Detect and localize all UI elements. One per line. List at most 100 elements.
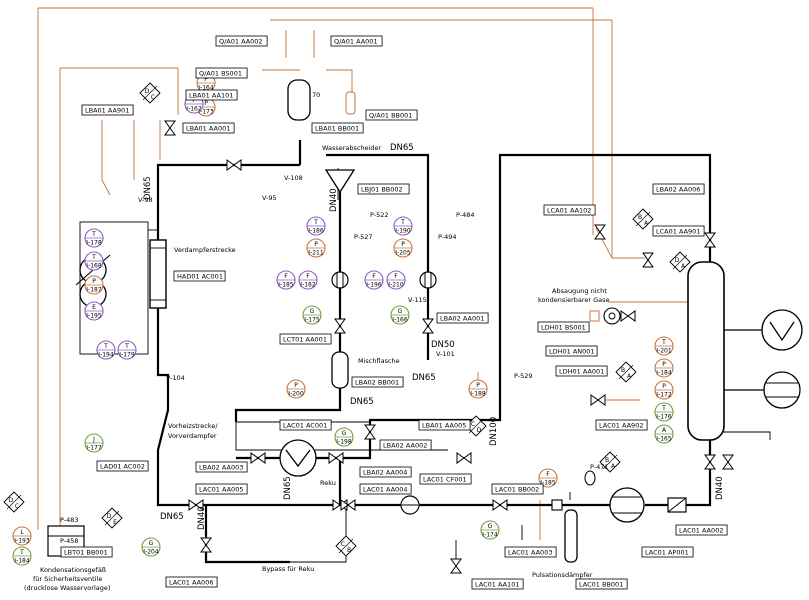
valve-code-label: V-98 (138, 196, 153, 204)
instrument-letter: T (91, 254, 96, 261)
pipe-size-label: DN65 (143, 176, 153, 200)
pulsation-label: Pulsationsdämpfer (532, 571, 593, 579)
equipment-tag-text: LAC01 AA004 (363, 486, 407, 494)
instrument-number: I-204 (143, 549, 159, 556)
valve-icon (188, 499, 204, 511)
vessel-label-3: (drucklose Wasservorlage) (24, 584, 110, 592)
equipment-tag: LAC01 AA902 (595, 419, 648, 431)
heat-exchanger-icon (279, 439, 317, 477)
instrument-letter: P (204, 76, 208, 83)
valve-icon (340, 499, 356, 511)
diamond-letter: A (681, 263, 686, 270)
instrument-letter: P (92, 278, 96, 285)
equipment-tag-text: LAC01 AC001 (283, 422, 327, 430)
instrument-bubble: P I-211 (306, 238, 326, 258)
equipment-tag: LDH01 AA001 (555, 365, 608, 377)
diamond-letter: B (347, 547, 351, 554)
equipment-tag-text: LBA02 BB001 (355, 379, 399, 387)
instrument-bubble: P I-187 (84, 275, 104, 295)
instrument-letter: T (103, 343, 108, 350)
diamond-letter: D (477, 427, 482, 434)
pipe-size-label: DN40 (715, 476, 725, 500)
pipe-size-label: DN100 (489, 417, 499, 446)
separator-vessel (287, 79, 311, 121)
equipment-tag-text: LAC01 CF001 (423, 476, 467, 484)
pipe-size-label: DN50 (431, 340, 455, 350)
equipment-tag-text: Q/A01 AA001 (334, 38, 378, 46)
instrument-bubble: TI-184 (12, 546, 32, 566)
instrument-letter: F (306, 273, 310, 280)
number-label: 70 (312, 91, 320, 99)
diamond-letter: B (638, 214, 642, 221)
instrument-letter: T (19, 549, 24, 556)
pulsation-damper (564, 509, 578, 563)
equipment-tag: Q/A01 AA002 (215, 35, 268, 47)
instrument-number: I-187 (86, 287, 102, 294)
instrument-bubble: GI-175 (302, 305, 322, 325)
valve-icon (492, 499, 508, 511)
instrument-letter: T (124, 343, 129, 350)
instrument-bubble: EI-195 (84, 301, 104, 321)
gas-extractor-icon (589, 307, 621, 325)
equipment-tag: LDH01 AN001 (545, 345, 598, 357)
equipment-tag-text: LBA02 AA002 (383, 442, 427, 450)
instrument-bubble: TI-176 (654, 402, 674, 422)
valve-code-label: V-115 (408, 296, 427, 304)
mixing-label: Mischflasche (358, 357, 400, 365)
instrument-letter: T (661, 339, 666, 346)
valve-code-label: V-95 (262, 194, 277, 202)
instrument-bubble: PI-188 (468, 379, 488, 399)
valve-code-label: V-101 (436, 350, 455, 358)
diamond-letter: C (341, 541, 345, 548)
condenser-icon (724, 309, 803, 351)
instrument-number: I-200 (288, 391, 304, 398)
equipment-tag: LBA02 AA003 (195, 461, 248, 473)
vessel-label-2: für Sicherheitsventile (33, 575, 102, 583)
instrument-bubble: FI-185 (538, 468, 558, 488)
equipment-tag-text: LAD01 AC002 (100, 463, 145, 471)
equipment-tag-text: LAC01 AP001 (645, 549, 689, 557)
instrument-letter: P (476, 382, 480, 389)
sight-glass-icon (551, 499, 563, 511)
valve-icon (704, 232, 716, 248)
instrument-number: I-184 (656, 370, 672, 377)
instrument-number: I-177 (86, 445, 102, 452)
equipment-tag: LCA01 AA901 (652, 225, 705, 237)
instrument-letter: F (394, 273, 398, 280)
interlock-diamond: BA (599, 451, 621, 473)
equipment-tag-text: HAD01 AC001 (177, 273, 223, 281)
instrument-number: I-164 (198, 85, 214, 92)
sight-gauge-icon (584, 470, 596, 486)
diamond-letter: E (113, 519, 117, 526)
equipment-tag: LAC01 AA003 (504, 546, 557, 558)
instrument-bubble: AI-165 (654, 424, 674, 444)
valve-icon (722, 454, 734, 470)
equipment-tag: LBA01 AA901 (81, 104, 134, 116)
equipment-tag-text: LDH01 AA001 (559, 368, 604, 376)
diamond-letter: C (151, 94, 155, 101)
instrument-bubble: TI-168 (84, 251, 104, 271)
valve-icon (704, 454, 716, 470)
valve-icon (590, 394, 606, 406)
instrument-number: I-176 (656, 414, 672, 421)
equipment-tag-text: LCT01 AA001 (283, 336, 327, 344)
equipment-tag-text: LBJ01 BB002 (361, 186, 403, 194)
instrument-letter: T (91, 231, 96, 238)
instrument-bubble: GI-166 (390, 305, 410, 325)
instrument-letter: P (294, 382, 298, 389)
instrument-number: I-185 (540, 480, 556, 487)
instrument-number: I-179 (119, 352, 135, 359)
instrument-letter: P (314, 241, 318, 248)
instrument-letter: P (662, 383, 666, 390)
instrument-bubble: FI-210 (386, 270, 406, 290)
instrument-number: I-193 (14, 538, 30, 545)
instrument-number: I-211 (308, 250, 324, 257)
instrument-bubble: T I-179 (117, 340, 137, 360)
instrument-number: I-175 (304, 317, 320, 324)
instrument-number: I-198 (336, 439, 352, 446)
instrument-letter: T (400, 219, 405, 226)
instrument-letter: G (488, 523, 493, 530)
equipment-tag: LBA02 AA002 (379, 439, 432, 451)
equipment-tag: LCA01 AA102 (543, 204, 596, 216)
